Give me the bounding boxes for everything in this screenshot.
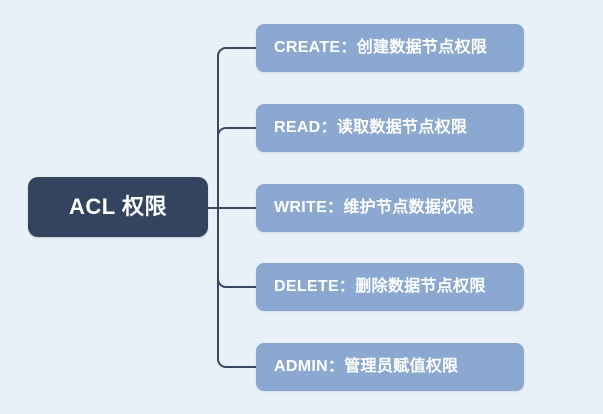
leaf-node-admin[interactable]: ADMIN：管理员赋值权限	[256, 343, 524, 391]
leaf-node-label: CREATE：创建数据节点权限	[274, 39, 488, 56]
leaf-node-label: ADMIN：管理员赋值权限	[274, 358, 459, 375]
connector-branch-admin	[217, 208, 256, 368]
leaf-node-delete[interactable]: DELETE：删除数据节点权限	[256, 263, 524, 311]
root-node-acl[interactable]: ACL 权限	[28, 177, 208, 237]
connector-branch-read	[217, 127, 256, 208]
leaf-node-label: DELETE：删除数据节点权限	[274, 278, 486, 295]
leaf-node-write[interactable]: WRITE：维护节点数据权限	[256, 184, 524, 232]
root-node-label: ACL 权限	[69, 194, 167, 219]
connector-branch-delete	[217, 208, 256, 288]
leaf-node-create[interactable]: CREATE：创建数据节点权限	[256, 24, 524, 72]
leaf-node-label: WRITE：维护节点数据权限	[274, 199, 474, 216]
connector-branch-create	[217, 47, 256, 208]
leaf-node-read[interactable]: READ：读取数据节点权限	[256, 104, 524, 152]
leaf-node-label: READ：读取数据节点权限	[274, 119, 468, 136]
